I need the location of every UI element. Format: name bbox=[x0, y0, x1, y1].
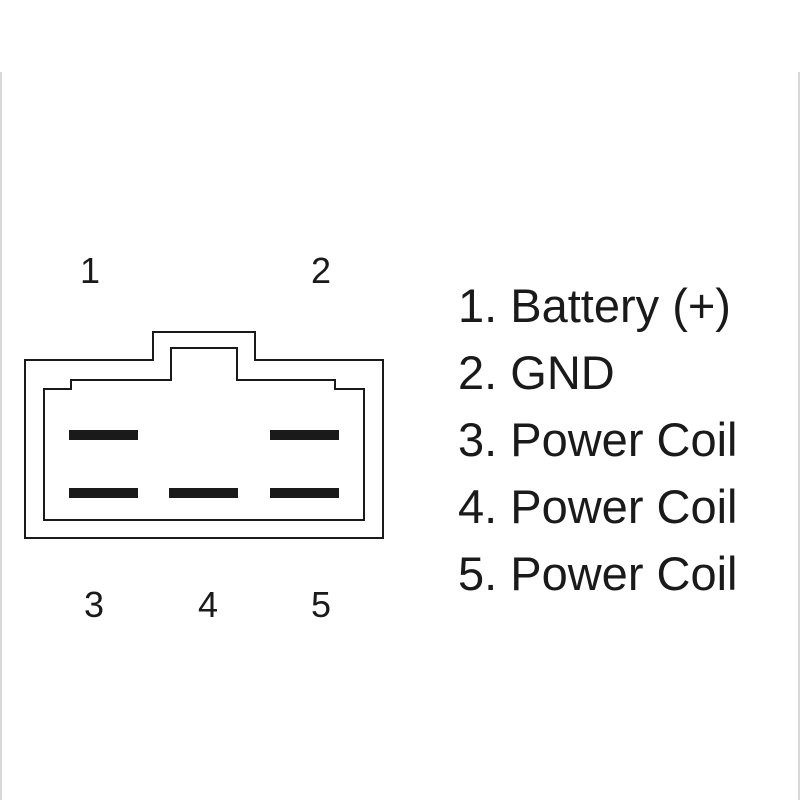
legend-item-2: 2. GND bbox=[458, 346, 615, 399]
connector-housing-outer bbox=[24, 331, 384, 539]
legend-item-1: 1. Battery (+) bbox=[458, 279, 731, 332]
terminal-pin-5 bbox=[270, 488, 339, 498]
pin-number-4: 4 bbox=[198, 584, 218, 625]
legend-item-5: 5. Power Coil bbox=[458, 547, 738, 600]
terminal-pin-1 bbox=[69, 430, 138, 440]
legend-item-4: 4. Power Coil bbox=[458, 480, 738, 533]
pin-number-5: 5 bbox=[311, 584, 331, 625]
terminal-pin-4 bbox=[169, 488, 238, 498]
pin-legend: 1. Battery (+) 2. GND 3. Power Coil 4. P… bbox=[458, 272, 738, 607]
terminal-pin-2 bbox=[270, 430, 339, 440]
terminal-pin-3 bbox=[69, 488, 138, 498]
pin-number-2: 2 bbox=[311, 250, 331, 291]
legend-item-3: 3. Power Coil bbox=[458, 413, 738, 466]
pin-number-3: 3 bbox=[84, 584, 104, 625]
pin-number-1: 1 bbox=[80, 250, 100, 291]
connector-housing-inner bbox=[43, 347, 365, 521]
